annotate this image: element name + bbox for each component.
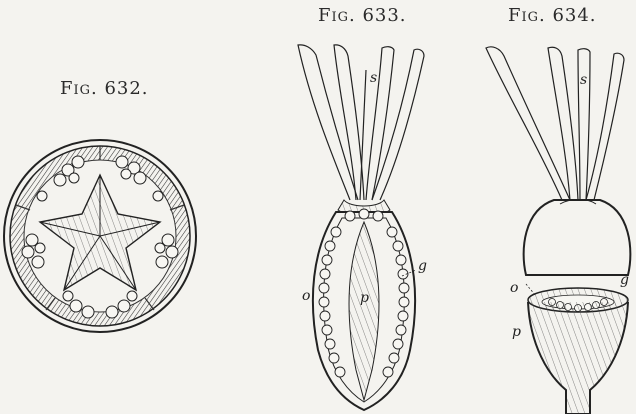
fig-633-longitudinal-section	[298, 45, 424, 410]
fig-634-opened-capsule	[486, 47, 630, 414]
fig-633-label-o: o	[302, 288, 310, 304]
fig-634-label-s: s	[580, 72, 587, 88]
fig-634-label-o: o	[510, 280, 518, 296]
fig-634-label-g: g	[620, 272, 629, 288]
fig-633-label-p: p	[360, 290, 369, 306]
fig-633-label-g: g	[418, 258, 427, 274]
fig-633-label-s: s	[370, 70, 377, 86]
fig-634-label-p: p	[512, 324, 521, 340]
fig-632-cross-section	[4, 140, 196, 332]
